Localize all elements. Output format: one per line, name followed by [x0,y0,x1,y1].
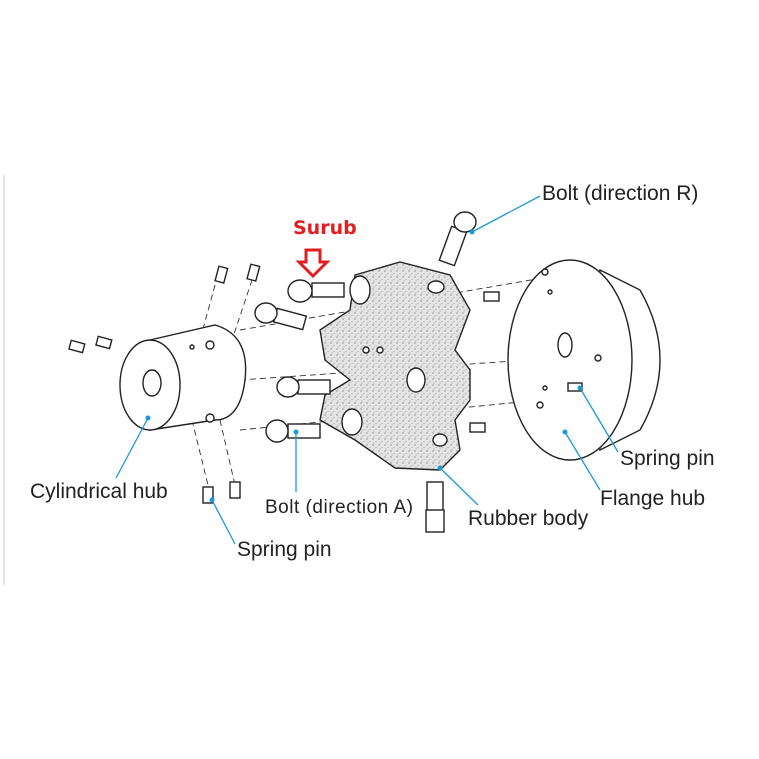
surub-annotation: Surub [293,217,357,239]
bolt-middle [276,376,331,398]
label-bolt-direction-r: Bolt (direction R) [542,182,698,205]
leader-lines [115,195,619,545]
bolt-bottom [425,481,445,533]
bolt-direction-a [265,419,321,443]
bolt-direction-r [438,211,477,267]
label-cylindrical-hub: Cylindrical hub [30,480,168,503]
label-rubber-body: Rubber body [468,507,589,530]
down-arrow-icon [295,248,331,279]
label-flange-hub: Flange hub [600,487,705,510]
rubber-body [319,261,471,471]
label-spring-pin-right: Spring pin [620,447,715,470]
bolt-left-upper [254,302,308,331]
label-spring-pin-bottom: Spring pin [237,538,332,561]
bolt-surub [287,279,345,303]
cylindrical-hub [119,324,247,431]
flange-hub [507,259,661,461]
label-bolt-direction-a: Bolt (direction A) [265,497,413,518]
set-screws [68,263,500,504]
